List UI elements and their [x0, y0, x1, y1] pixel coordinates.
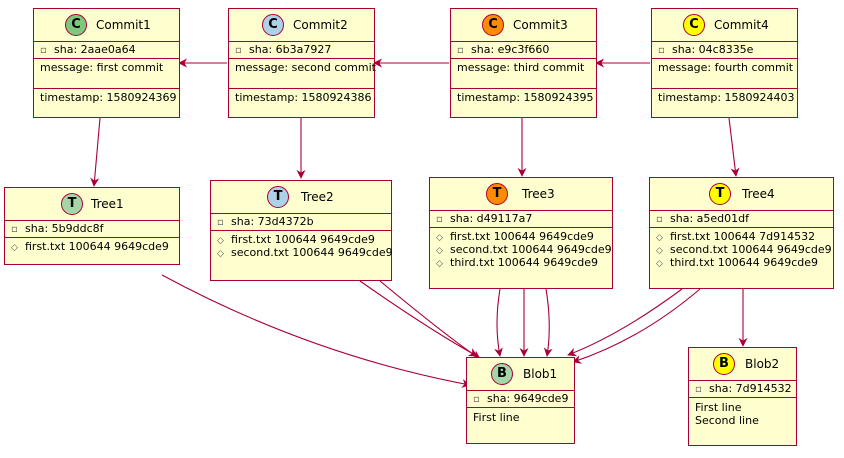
protected-field-icon: ◇	[436, 246, 443, 256]
protected-field-icon: ◇	[436, 259, 443, 269]
edge-tree1-blob1	[161, 274, 471, 388]
class-title: Blob1	[523, 367, 558, 381]
commit-stereotype-icon: C	[262, 14, 284, 36]
blob-stereotype-icon: B	[713, 353, 735, 375]
tree-stereotype-icon: T	[61, 193, 83, 215]
blob-sha: sha: 9649cde9	[487, 392, 569, 405]
private-field-icon: ▫	[695, 384, 702, 395]
tree2-class: T Tree2 ▫ sha: 73d4372b ◇ first.txt 100644…	[210, 180, 393, 281]
class-title: Commit4	[714, 18, 769, 32]
tree1-class: T Tree1 ▫ sha: 5b9ddc8f ◇ first.txt 100644…	[4, 187, 180, 265]
class-title: Commit3	[513, 18, 568, 32]
private-field-icon: ▫	[473, 394, 480, 405]
tree-stereotype-icon: T	[709, 183, 731, 205]
edge-tree3-blob1-c	[543, 288, 553, 357]
edge-tree2-blob1-b	[379, 280, 481, 360]
commit-timestamp: timestamp: 1580924369	[40, 91, 177, 104]
blob-stereotype-icon: B	[491, 363, 513, 385]
class-title: Commit2	[293, 18, 348, 32]
edge-tree3-blob1-a	[494, 288, 503, 357]
commit-sha: sha: e9c3f660	[471, 43, 550, 56]
blob-content-line: First line	[695, 401, 742, 414]
private-field-icon: ▫	[436, 214, 443, 225]
protected-field-icon: ◇	[217, 249, 224, 259]
commit-message: message: first commit	[40, 61, 164, 74]
protected-field-icon: ◇	[436, 233, 443, 243]
protected-field-icon: ◇	[656, 233, 663, 243]
commit2-class: C Commit2 ▫ sha: 6b3a7927 message: second…	[228, 8, 376, 118]
protected-field-icon: ◇	[11, 243, 18, 253]
edge-commit1-tree1	[90, 117, 101, 187]
tree-entry: second.txt 100644 9649cde9	[670, 243, 832, 256]
tree-entry: first.txt 100644 7d914532	[670, 230, 816, 243]
edge-commit4-tree4	[728, 117, 740, 177]
tree4-class: T Tree4 ▫ sha: a5ed01df ◇ first.txt 100644…	[649, 177, 834, 289]
commit-message: message: fourth commit	[658, 61, 794, 74]
commit-timestamp: timestamp: 1580924386	[235, 91, 372, 104]
private-field-icon: ▫	[235, 45, 242, 56]
blob-sha: sha: 7d914532	[709, 382, 792, 395]
tree-sha: sha: 5b9ddc8f	[25, 222, 104, 235]
edge-tree4-blob1-a	[567, 288, 683, 357]
class-title: Tree2	[301, 190, 334, 204]
commit-message: message: second commit	[235, 61, 376, 74]
tree-entry: third.txt 100644 9649cde9	[670, 256, 819, 269]
commit3-class: C Commit3 ▫ sha: e9c3f660 message: third …	[450, 8, 597, 118]
commit-stereotype-icon: C	[482, 14, 504, 36]
commit4-class: C Commit4 ▫ sha: 04c8335e message: fourth…	[651, 8, 798, 118]
commit-sha: sha: 2aae0a64	[54, 43, 136, 56]
tree-entry: second.txt 100644 9649cde9	[450, 243, 612, 256]
class-title: Commit1	[96, 18, 151, 32]
commit-message: message: third commit	[457, 61, 585, 74]
tree-entry: first.txt 100644 9649cde9	[450, 230, 594, 243]
private-field-icon: ▫	[656, 214, 663, 225]
protected-field-icon: ◇	[656, 246, 663, 256]
commit-timestamp: timestamp: 1580924395	[457, 91, 594, 104]
commit1-class: C Commit1 ▫ sha: 2aae0a64 message: first …	[33, 8, 180, 118]
tree-stereotype-icon: T	[267, 186, 289, 208]
class-title: Tree3	[522, 187, 555, 201]
tree-sha: sha: 73d4372b	[231, 215, 314, 228]
tree-sha: sha: d49117a7	[450, 212, 533, 225]
commit-sha: sha: 6b3a7927	[249, 43, 332, 56]
class-title: Tree1	[91, 197, 124, 211]
blob1-class: B Blob1 ▫ sha: 9649cde9 First line	[466, 357, 575, 444]
private-field-icon: ▫	[11, 224, 18, 235]
protected-field-icon: ◇	[656, 259, 663, 269]
blob-content-line: First line	[473, 411, 520, 424]
private-field-icon: ▫	[217, 217, 224, 228]
tree3-class: T Tree3 ▫ sha: d49117a7 ◇ first.txt 100644…	[429, 177, 613, 289]
commit-timestamp: timestamp: 1580924403	[658, 91, 795, 104]
class-title: Blob2	[745, 357, 780, 371]
tree-entry: second.txt 100644 9649cde9	[231, 246, 393, 259]
private-field-icon: ▫	[40, 45, 47, 56]
class-title: Tree4	[742, 187, 775, 201]
tree-stereotype-icon: T	[486, 183, 508, 205]
tree-entry: third.txt 100644 9649cde9	[450, 256, 599, 269]
tree-entry: first.txt 100644 9649cde9	[231, 233, 375, 246]
tree-sha: sha: a5ed01df	[670, 212, 749, 225]
commit-sha: sha: 04c8335e	[672, 43, 754, 56]
protected-field-icon: ◇	[217, 236, 224, 246]
tree-entry: first.txt 100644 9649cde9	[25, 240, 169, 253]
blob-content-line: Second line	[695, 414, 759, 427]
private-field-icon: ▫	[658, 45, 665, 56]
commit-stereotype-icon: C	[683, 14, 705, 36]
private-field-icon: ▫	[457, 45, 464, 56]
edge-tree4-blob1-b	[572, 288, 701, 364]
blob2-class: B Blob2 ▫ sha: 7d914532 First line Second…	[688, 347, 797, 446]
commit-stereotype-icon: C	[65, 14, 87, 36]
